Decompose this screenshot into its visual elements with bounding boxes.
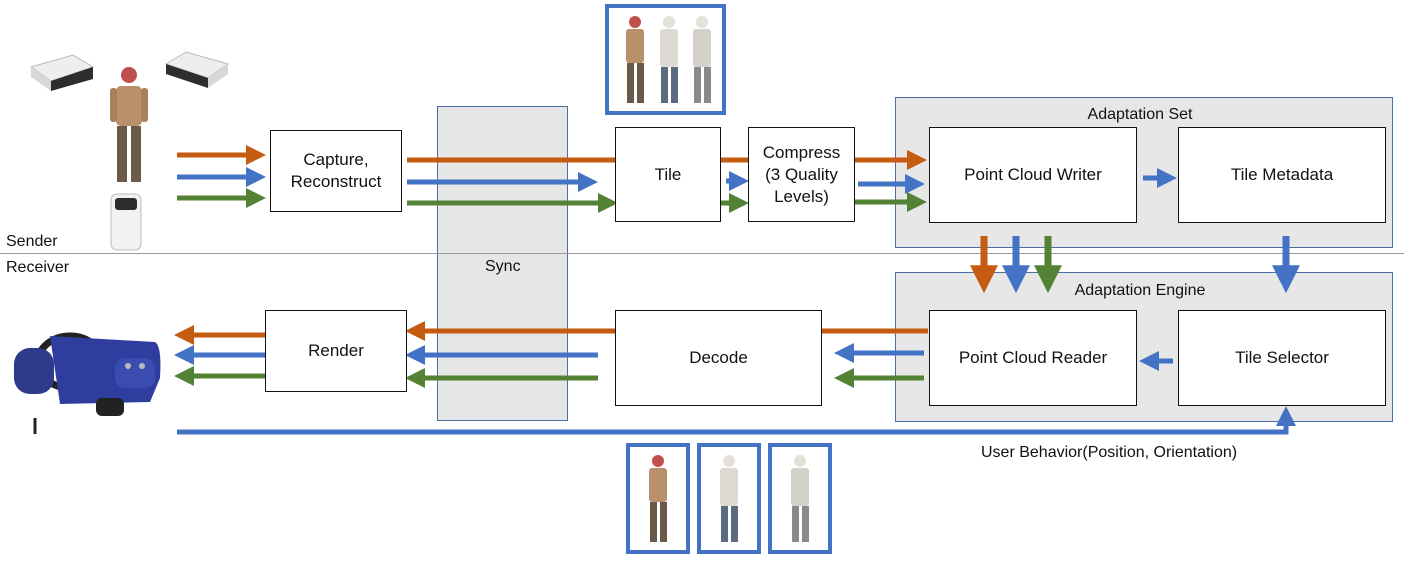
point-cloud-reader-box: Point Cloud Reader — [929, 310, 1137, 406]
person-point-cloud-icon — [660, 16, 678, 103]
adaptation-set-label: Adaptation Set — [1087, 106, 1193, 123]
adaptation-engine-label: Adaptation Engine — [1074, 282, 1206, 299]
tile-thumbnail-bottom-2 — [697, 443, 761, 554]
tile-thumbnail-bottom-1 — [626, 443, 690, 554]
user-behavior-label: User Behavior(Position, Orientation) — [981, 444, 1238, 461]
render-box: Render — [265, 310, 407, 392]
tile-thumbnail-bottom-3 — [768, 443, 832, 554]
sender-label: Sender — [6, 233, 58, 250]
person-point-cloud-icon — [649, 455, 667, 542]
capture-reconstruct-box: Capture, Reconstruct — [270, 130, 402, 212]
person-point-cloud-icon — [720, 455, 738, 542]
tile-box: Tile — [615, 127, 721, 222]
person-point-cloud-icon — [791, 455, 809, 542]
sync-label: Sync — [485, 258, 521, 275]
vr-headset-icon — [14, 332, 161, 434]
depth-camera-icon — [110, 193, 142, 251]
depth-camera-icon — [29, 54, 95, 91]
tile-metadata-box: Tile Metadata — [1178, 127, 1386, 223]
depth-camera-icon — [164, 51, 230, 88]
arrow-user-behavior — [177, 406, 1296, 435]
person-point-cloud-icon — [110, 67, 148, 182]
sender-receiver-divider — [0, 253, 1404, 254]
compress-box: Compress (3 Quality Levels) — [748, 127, 855, 222]
tile-selector-box: Tile Selector — [1178, 310, 1386, 406]
point-cloud-writer-box: Point Cloud Writer — [929, 127, 1137, 223]
decode-box: Decode — [615, 310, 822, 406]
person-point-cloud-icon — [693, 16, 711, 103]
receiver-label: Receiver — [6, 259, 70, 276]
person-point-cloud-icon — [626, 16, 644, 103]
tile-thumbnail-top — [605, 4, 726, 115]
